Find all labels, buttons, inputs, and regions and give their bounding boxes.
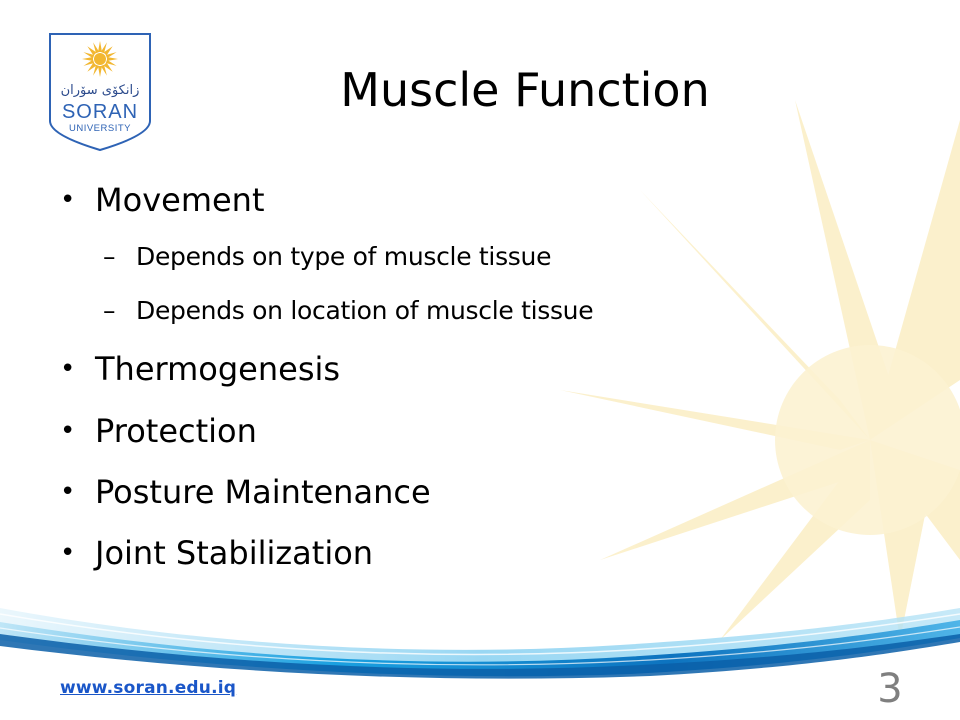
sun-icon [82, 41, 118, 77]
bullet-marker: • [60, 477, 76, 507]
bullet-item: • Joint Stabilization [60, 533, 373, 573]
bullet-text: Joint Stabilization [95, 534, 374, 572]
logo-subtitle: UNIVERSITY [68, 123, 131, 134]
sub-bullet-item: –Depends on type of muscle tissue [103, 241, 551, 273]
bullet-text: Thermogenesis [95, 350, 341, 388]
bullet-marker: • [60, 538, 76, 568]
bullet-text: Posture Maintenance [95, 473, 431, 511]
logo-arabic-text: زانكۆی سۆران [60, 83, 140, 98]
sub-bullet-text: Depends on location of muscle tissue [136, 296, 594, 325]
footer-wave-band [0, 608, 960, 679]
logo-name: SORAN [61, 101, 139, 123]
bullet-item: • Thermogenesis [60, 349, 340, 389]
bullet-item: • Posture Maintenance [60, 472, 431, 512]
bullet-marker: • [60, 185, 76, 215]
sub-bullet-marker: – [103, 296, 116, 325]
sub-bullet-item: –Depends on location of muscle tissue [103, 295, 594, 327]
slide-title: Muscle Function [340, 63, 710, 117]
bullet-marker: • [60, 416, 76, 446]
bullet-marker: • [60, 354, 76, 384]
shield-icon [49, 33, 151, 152]
page-number: 3 [877, 666, 903, 712]
sub-bullet-marker: – [103, 242, 116, 271]
sub-bullet-text: Depends on type of muscle tissue [136, 242, 552, 271]
university-logo: زانكۆی سۆران SORAN UNIVERSITY [47, 31, 153, 153]
bullet-item: • Protection [60, 411, 257, 451]
bullet-text: Protection [95, 412, 257, 450]
bullet-text: Movement [95, 181, 265, 219]
bullet-item: • Movement [60, 180, 265, 220]
footer-url-link[interactable]: www.soran.edu.iq [60, 678, 237, 698]
